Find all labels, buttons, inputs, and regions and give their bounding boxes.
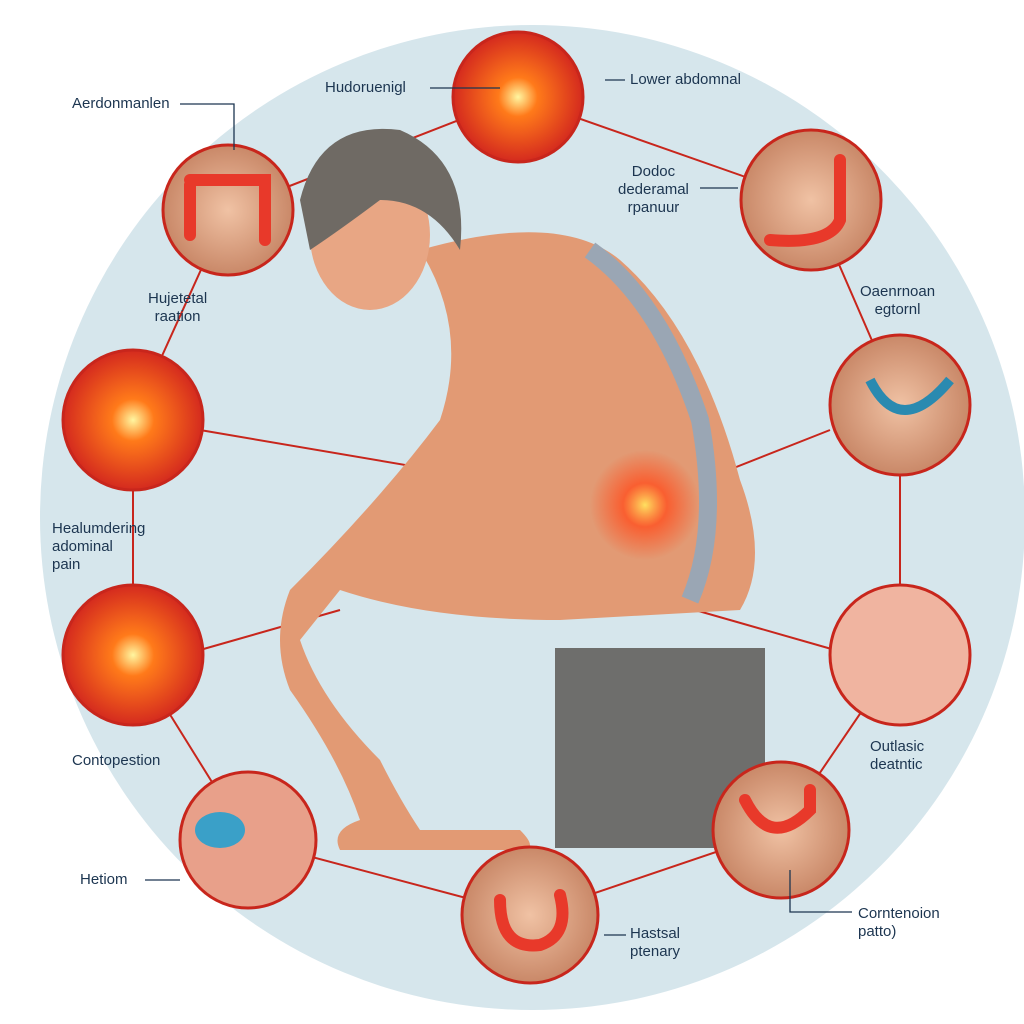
label-bottom-left: Hetiom [80, 871, 128, 888]
label-intestine: Aerdonmanlen [72, 95, 170, 112]
cross-section-circle [828, 583, 972, 727]
label-right-upper: Oaenrnoan egtornl [860, 283, 936, 318]
intestine-wall-circle [178, 770, 318, 910]
label-lower-abdominal: Lower abdomnal [630, 71, 741, 88]
colon-bottom-circle [460, 845, 600, 985]
label-leaders [145, 79, 852, 936]
pain-circle-left [61, 348, 205, 492]
spine [584, 242, 717, 604]
label-bottom: Hastsal ptenary [630, 925, 681, 960]
label-bottom-right: Corntenoion patto) [858, 905, 940, 940]
figure-man [280, 128, 765, 850]
duodenum-circle [739, 128, 883, 272]
label-duodenal: Dodoc dederamal rpanuur [618, 163, 689, 216]
pain-circle-top [451, 30, 585, 164]
label-left-upper: Hujetetal raation [148, 290, 208, 325]
label-left-lower: Contopestion [72, 752, 161, 769]
label-abdominal-pain: Healumdering adominal pain [52, 520, 146, 573]
label-top-left: Hudoruenigl [325, 79, 406, 96]
inflammation-circle [61, 583, 205, 727]
pain-focus [590, 450, 700, 560]
label-right-lower: Outlasic deatntic [870, 738, 925, 773]
intestines-circle [161, 143, 295, 277]
